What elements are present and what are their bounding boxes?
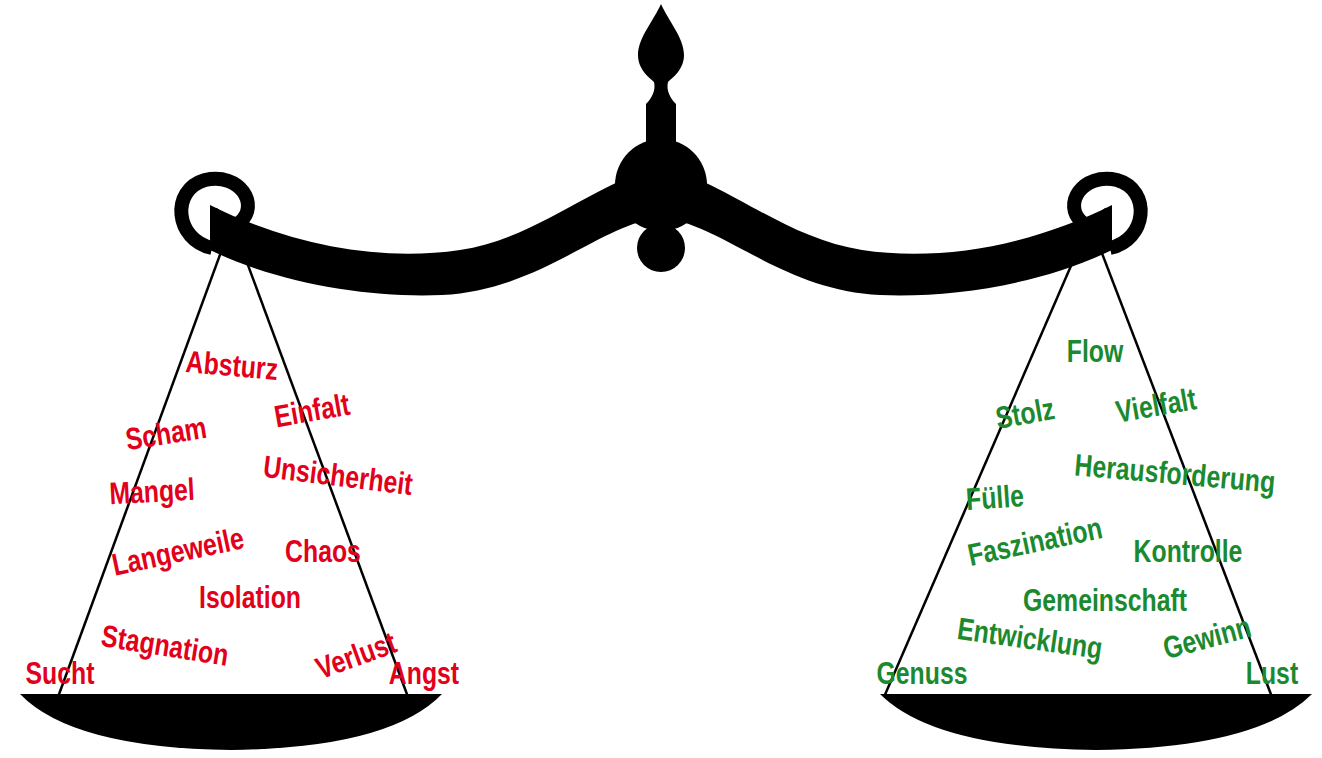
negative-word: Absturz (183, 346, 281, 385)
negative-word: Einfalt (270, 388, 353, 432)
negative-word: Scham (122, 412, 210, 456)
scale-beam (210, 168, 1112, 295)
positive-word: Vielfalt (1112, 383, 1200, 428)
positive-word: Flow (1065, 336, 1125, 367)
positive-word: Faszination (963, 512, 1106, 571)
scale-pan (20, 694, 442, 750)
positive-word: Gewinn (1158, 611, 1256, 665)
negative-word: Sucht (24, 658, 96, 689)
positive-word: Herausforderung (1072, 449, 1278, 498)
positive-word: Lust (1244, 658, 1300, 689)
scale-finial (638, 4, 684, 150)
positive-word: Entwicklung (954, 613, 1106, 664)
scale-pivot (637, 224, 685, 272)
negative-word: Angst (387, 658, 460, 689)
positive-word: Genuss (875, 658, 969, 689)
negative-word: Langeweile (108, 522, 248, 581)
positive-word: Gemeinschaft (1021, 585, 1188, 616)
negative-word: Verlust (310, 626, 401, 685)
scale-pan (880, 694, 1312, 750)
positive-word: Fülle (963, 480, 1026, 515)
pan-string (58, 222, 232, 697)
negative-word: Stagnation (98, 620, 233, 671)
positive-word: Kontrolle (1132, 536, 1244, 567)
negative-word: Unsicherheit (260, 451, 416, 500)
negative-word: Isolation (197, 582, 302, 613)
negative-word: Chaos (284, 536, 363, 567)
negative-word: Mangel (107, 474, 197, 510)
positive-word: Stolz (992, 393, 1059, 434)
